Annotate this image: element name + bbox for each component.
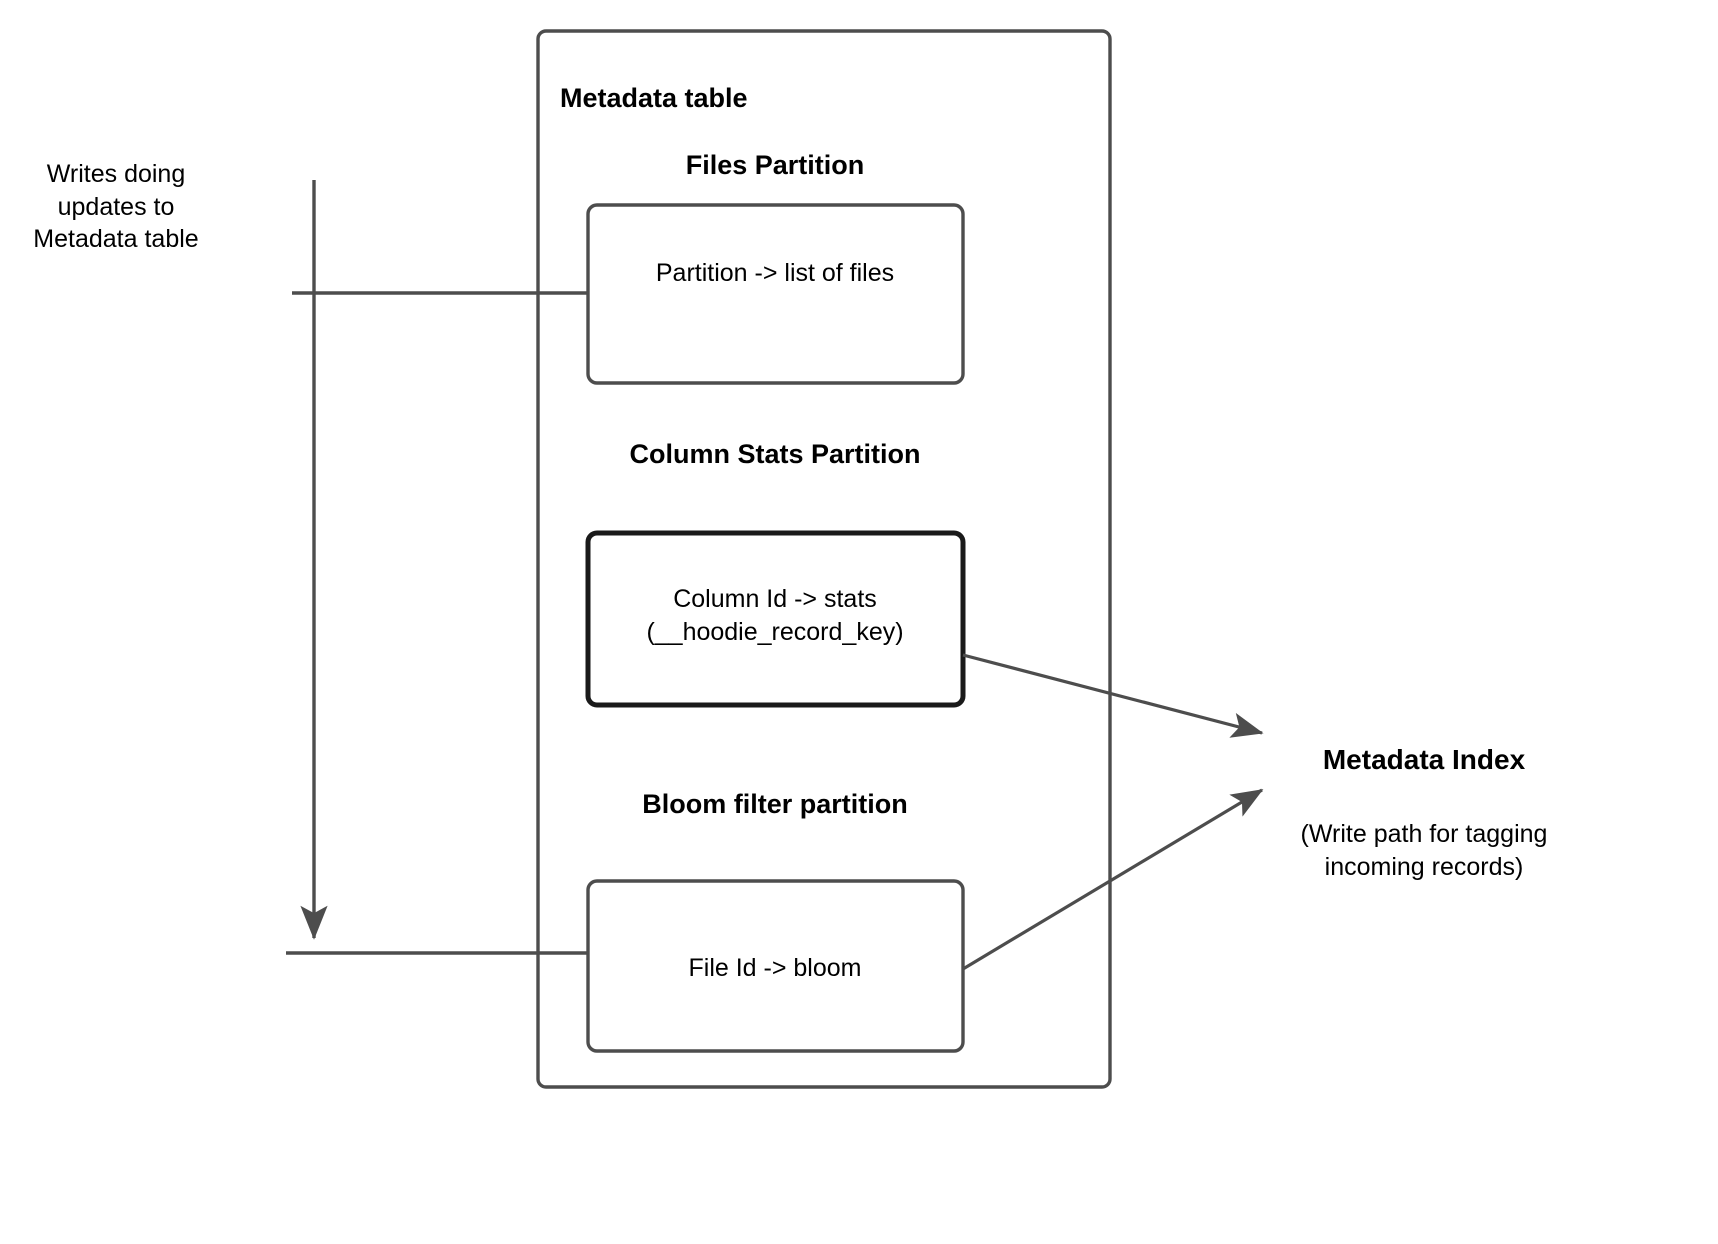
arrow-bloom-filter-to-metadata-index (962, 788, 1264, 971)
files-partition-heading: Files Partition (685, 150, 865, 180)
bloom-filter-partition-box-text: File Id -> bloom (688, 954, 862, 982)
arrow-column-stats-to-metadata-index (962, 653, 1264, 738)
column-stats-partition-box-text: Column Id -> stats (__hoodie_record_key) (646, 585, 904, 646)
metadata-table-outer-box (536, 29, 1112, 1089)
files-partition-box (586, 203, 965, 385)
column-stats-partition-box (585, 530, 966, 708)
metadata-index-note: (Write path for tagging incoming records… (1300, 820, 1548, 881)
files-partition-box-text: Partition -> list of files (655, 259, 895, 287)
metadata-index-label: Metadata Index (1322, 744, 1526, 775)
writes-annotation-label: Writes doing updates to Metadata table (33, 160, 199, 253)
bloom-filter-partition-box (586, 879, 965, 1053)
bloom-filter-partition-heading: Bloom filter partition (642, 789, 908, 819)
column-stats-partition-heading: Column Stats Partition (629, 439, 921, 469)
metadata-table-title: Metadata table (560, 83, 748, 113)
